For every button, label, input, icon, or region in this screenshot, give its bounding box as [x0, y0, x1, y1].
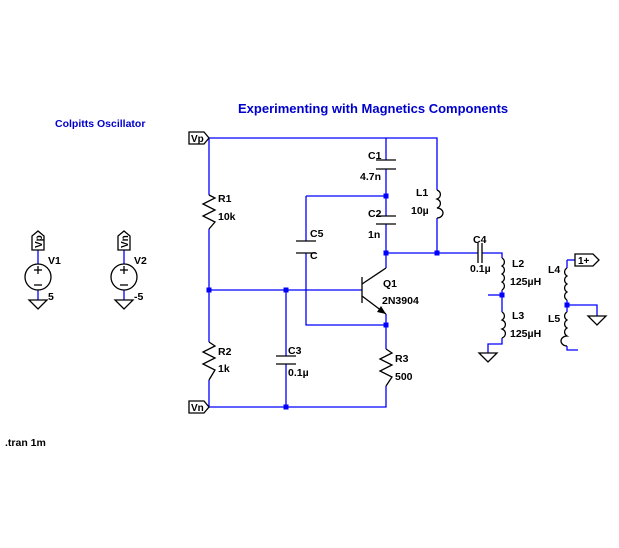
transistor-q1[interactable]: Q1 2N3904 — [361, 267, 419, 315]
port-vn-v2 — [117, 230, 131, 251]
svg-text:C5: C5 — [310, 228, 324, 240]
inductor-l2[interactable]: L2 125µH — [500, 257, 541, 291]
svg-text:Q1: Q1 — [383, 278, 397, 290]
port-vn[interactable]: Vn — [188, 400, 210, 414]
svg-text:L4: L4 — [548, 264, 560, 276]
capacitor-c5[interactable]: C5 C — [296, 228, 324, 262]
svg-text:C: C — [310, 250, 318, 262]
svg-text:L1: L1 — [416, 187, 428, 199]
ground-l3 — [477, 352, 499, 363]
svg-text:R3: R3 — [395, 353, 409, 365]
junctions — [206, 193, 570, 410]
capacitor-c2[interactable]: C2 1n — [368, 208, 396, 241]
svg-text:1k: 1k — [218, 363, 230, 375]
svg-text:C4: C4 — [473, 234, 487, 246]
capacitor-c1[interactable]: C1 4.7n — [360, 150, 396, 183]
svg-text:V1: V1 — [48, 255, 61, 267]
svg-text:V2: V2 — [134, 255, 147, 267]
svg-text:1+: 1+ — [578, 256, 590, 267]
svg-text:0.1µ: 0.1µ — [470, 263, 491, 275]
inductor-l1[interactable]: L1 10µ — [411, 187, 444, 219]
svg-text:125µH: 125µH — [510, 328, 541, 340]
svg-text:Vn: Vn — [120, 235, 131, 248]
svg-text:2N3904: 2N3904 — [382, 295, 419, 307]
port-vp-v1 — [31, 230, 45, 251]
port-vp[interactable]: Vp — [188, 131, 210, 145]
inductor-l5[interactable]: L5 — [548, 311, 578, 351]
svg-text:R1: R1 — [218, 193, 232, 205]
voltage-source-v1[interactable]: Vp V1 5 — [24, 230, 61, 310]
svg-text:L5: L5 — [548, 313, 560, 325]
circuit-subtitle: Colpitts Oscillator — [55, 118, 145, 130]
tran-directive[interactable]: .tran 1m — [5, 437, 46, 449]
inductor-l4[interactable]: L4 — [548, 264, 569, 301]
inductor-l3[interactable]: L3 125µH — [500, 310, 541, 340]
svg-text:R2: R2 — [218, 346, 232, 358]
schematic-title: Experimenting with Magnetics Components — [238, 101, 508, 116]
svg-text:10µ: 10µ — [411, 205, 429, 217]
resistor-r2[interactable]: R2 1k — [201, 341, 232, 381]
svg-text:4.7n: 4.7n — [360, 171, 381, 183]
svg-text:L3: L3 — [512, 310, 524, 322]
svg-text:5: 5 — [48, 291, 54, 303]
svg-text:Vp: Vp — [191, 134, 204, 145]
port-out[interactable]: 1+ — [574, 253, 600, 267]
svg-text:125µH: 125µH — [510, 276, 541, 288]
svg-text:L2: L2 — [512, 258, 524, 270]
capacitor-c3[interactable]: C3 0.1µ — [276, 345, 309, 379]
svg-text:Vn: Vn — [191, 403, 204, 414]
svg-text:C1: C1 — [368, 150, 382, 162]
svg-text:1n: 1n — [368, 229, 380, 241]
svg-text:10k: 10k — [218, 211, 236, 223]
svg-text:C2: C2 — [368, 208, 382, 220]
svg-text:Vp: Vp — [34, 235, 45, 248]
voltage-source-v2[interactable]: Vn V2 -5 — [110, 230, 147, 310]
svg-text:C3: C3 — [288, 345, 302, 357]
svg-text:500: 500 — [395, 371, 413, 383]
svg-text:-5: -5 — [134, 291, 143, 303]
capacitor-c4[interactable]: C4 0.1µ — [470, 234, 491, 275]
wires — [37, 137, 598, 408]
svg-text:0.1µ: 0.1µ — [288, 367, 309, 379]
resistor-r3[interactable]: R3 500 — [378, 348, 413, 387]
resistor-r1[interactable]: R1 10k — [201, 193, 236, 230]
ground-l5 — [586, 315, 608, 326]
